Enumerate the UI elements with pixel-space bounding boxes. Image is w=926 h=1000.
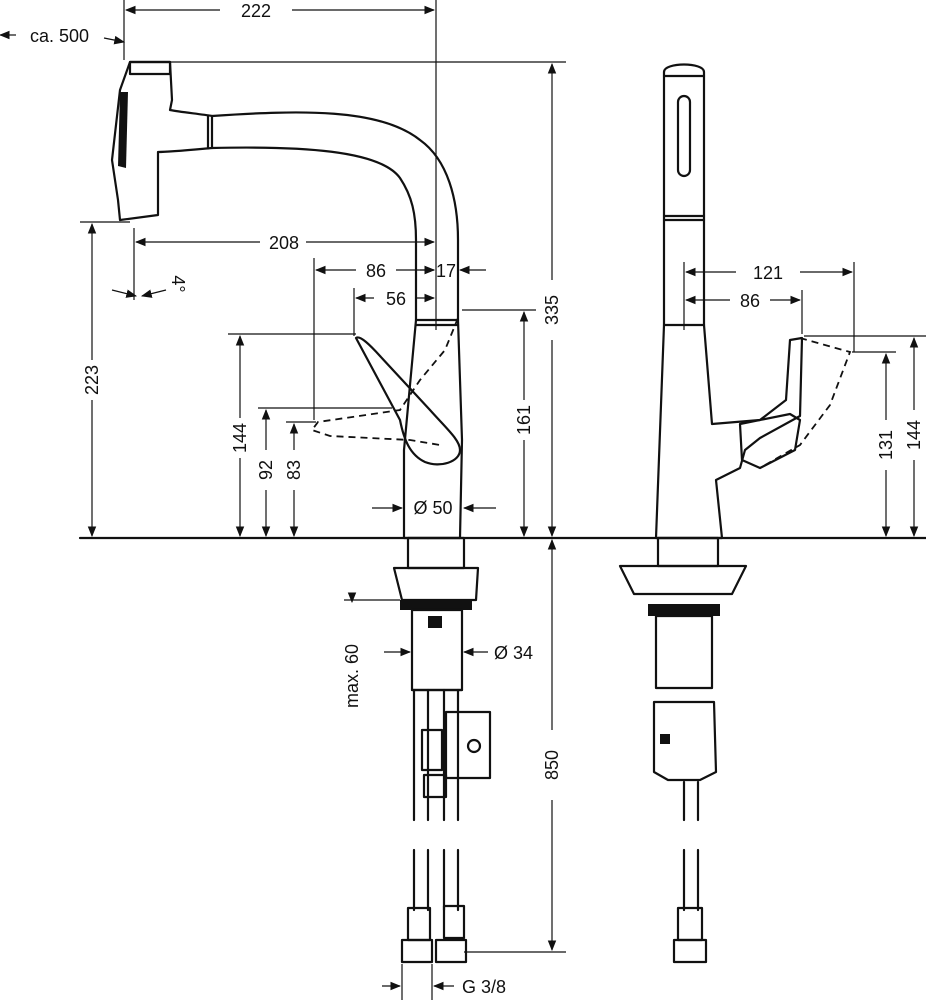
dim-222: 222 (241, 1, 271, 21)
faucet-front-view (78, 60, 926, 964)
side-shank (654, 614, 714, 690)
connection-box (444, 710, 492, 780)
dim-max-60: max. 60 (342, 644, 362, 708)
dim-208: 208 (269, 233, 299, 253)
lever (354, 336, 462, 466)
side-spray-slot (676, 94, 692, 178)
dim-86-front: 86 (366, 261, 386, 281)
spray-head (110, 60, 214, 222)
side-spray-head (662, 63, 706, 222)
dim-92: 92 (256, 460, 276, 480)
supply-hoses (400, 688, 468, 964)
dim-86-side: 86 (740, 291, 760, 311)
dim-g-3-8: G 3/8 (462, 977, 506, 997)
dim-223: 223 (82, 365, 102, 395)
mounting-plate (392, 566, 480, 602)
dim-diameter-34: Ø 34 (494, 643, 533, 663)
dim-131: 131 (876, 430, 896, 460)
lever-dashed-position (310, 317, 459, 446)
dimension-labels: 222 ca. 500 208 4° 86 17 56 335 223 144 … (30, 1, 924, 997)
dim-144-front: 144 (230, 423, 250, 453)
base (406, 536, 466, 570)
dim-850: 850 (542, 750, 562, 780)
dim-83: 83 (284, 460, 304, 480)
dim-17: 17 (436, 261, 456, 281)
dim-144-side: 144 (904, 420, 924, 450)
side-lever (738, 412, 802, 470)
faucet-side-view (618, 63, 852, 964)
side-connection-box (652, 700, 718, 782)
dim-121: 121 (753, 263, 783, 283)
dim-ca-500: ca. 500 (30, 26, 89, 46)
dim-161: 161 (514, 405, 534, 435)
spout-arc (210, 111, 460, 322)
dim-335: 335 (542, 295, 562, 325)
side-lever-dashed (759, 337, 852, 469)
dim-4-degrees: 4° (168, 275, 188, 292)
spray-head-top-band (128, 60, 172, 76)
side-body (654, 323, 804, 540)
spray-button (118, 92, 128, 168)
spout-inner-arc (210, 146, 418, 322)
side-mounting-plate (618, 564, 748, 596)
dim-diameter-50: Ø 50 (413, 498, 452, 518)
dim-56: 56 (386, 289, 406, 309)
